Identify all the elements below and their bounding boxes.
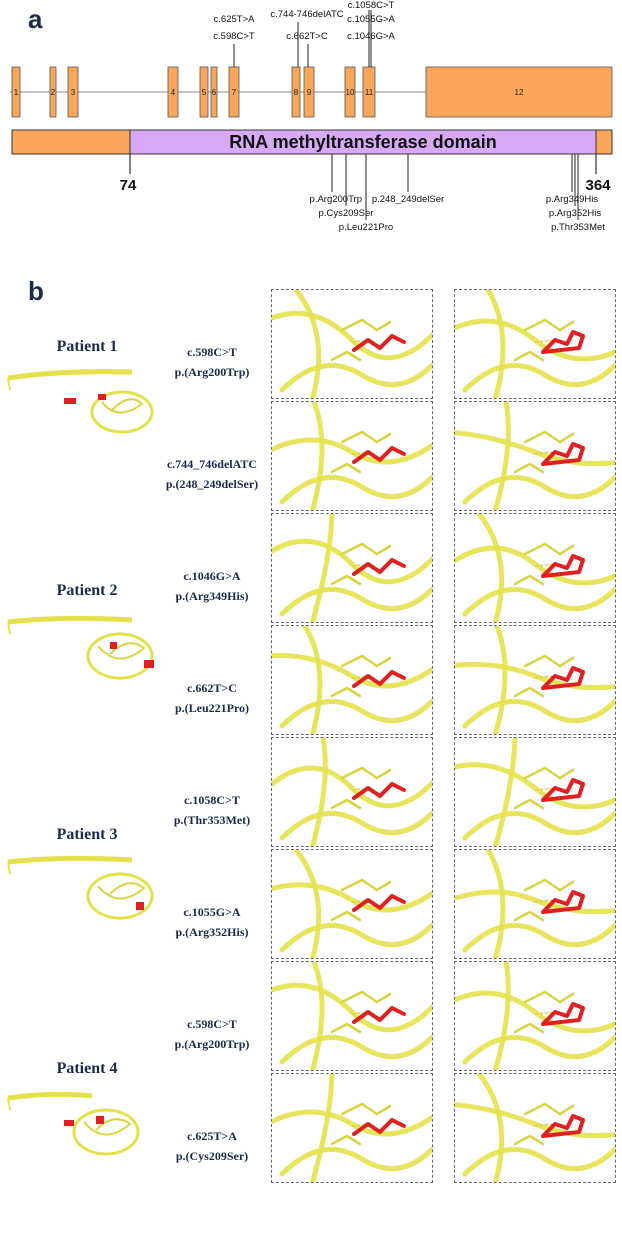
exon-box (11, 66, 21, 118)
domain-label: RNA methyltransferase domain (229, 132, 496, 152)
patient-label: Patient 2 (56, 582, 118, 599)
dna-variant-group: c.625T>A c.598C>T c.744-746delATC c.662T>C c… (213, 0, 396, 67)
exon-label: 2 (51, 88, 56, 97)
dna-variant-label: c.598C>T (213, 31, 255, 42)
patient-label: Patient 1 (56, 338, 118, 355)
mutant-structure-view (454, 625, 616, 735)
wildtype-structure-view (271, 625, 433, 735)
mutant-structure-view (454, 849, 616, 959)
exon-label: 10 (346, 88, 355, 97)
wildtype-structure-view (271, 1073, 433, 1183)
protein-variant-label: p.Arg200Trp (310, 194, 362, 205)
wildtype-structure-view (271, 737, 433, 847)
exon-box (210, 66, 218, 118)
domain-start-label: 74 (120, 177, 137, 194)
protein-variant-label: p.Arg349His (546, 194, 599, 205)
exon-box (425, 66, 613, 118)
exon-label: 7 (232, 88, 237, 97)
protein-variant-label: p.Leu221Pro (339, 222, 393, 233)
exon-label: 8 (294, 88, 299, 97)
wildtype-structure-view (271, 961, 433, 1071)
panel-b-letter: b (28, 276, 44, 306)
mutant-structure-view (454, 1073, 616, 1183)
dna-variant-label: c.1046G>A (347, 31, 395, 42)
exon-label: 4 (171, 88, 176, 97)
dna-variant-label: c.1055G>A (347, 14, 395, 25)
patient-label: Patient 3 (56, 826, 118, 843)
protein-variant-label: p.Arg352His (549, 208, 602, 219)
wildtype-structure-view (271, 289, 433, 399)
methyltransferase-domain (129, 129, 597, 155)
exon-label: 11 (365, 88, 374, 97)
exon-label: 9 (307, 88, 312, 97)
mutant-structure-view (454, 961, 616, 1071)
patient-label: Patient 4 (56, 1060, 118, 1077)
exon-label: 6 (212, 88, 217, 97)
protein-variant-label: p.Thr353Met (551, 222, 605, 233)
protein-overview-structure (7, 855, 154, 920)
exon-label: 1 (14, 88, 19, 97)
mutant-structure-view (454, 401, 616, 511)
dna-variant-label: c.744-746delATC (270, 9, 343, 20)
exon-box (303, 66, 315, 118)
exon-box (199, 66, 209, 118)
mutant-structure-view (454, 513, 616, 623)
wildtype-structure-view (271, 401, 433, 511)
dna-variant-label: c.1058C>T (348, 0, 395, 11)
exon-box (49, 66, 57, 118)
mutant-structure-view (454, 737, 616, 847)
exon-box (167, 66, 179, 118)
protein-overview-structure (7, 1091, 140, 1156)
exon-label: 5 (202, 88, 207, 97)
exon-label: 3 (71, 88, 76, 97)
protein-variant-group: p.Arg200Trp p.Cys209Ser p.Leu221Pro p.248_2… (310, 154, 605, 233)
protein-diagram: RNA methyltransferase domain 74 364 p.Ar… (11, 129, 613, 233)
protein-variant-label: p.Cys209Ser (319, 208, 374, 219)
panel-a-letter: a (28, 4, 43, 34)
dna-variant-label: c.662T>C (286, 31, 328, 42)
protein-variant-label: p.248_249delSer (372, 194, 444, 205)
protein-overview-structure (7, 615, 154, 680)
domain-end-label: 364 (585, 177, 611, 194)
exon-box (344, 66, 356, 118)
wildtype-structure-view (271, 513, 433, 623)
exon-box (67, 66, 79, 118)
protein-overview-structure (7, 369, 154, 434)
mutant-structure-view (454, 289, 616, 399)
dna-variant-label: c.625T>A (214, 14, 256, 25)
exon-box (291, 66, 301, 118)
wildtype-structure-view (271, 849, 433, 959)
exon-label: 12 (515, 88, 524, 97)
